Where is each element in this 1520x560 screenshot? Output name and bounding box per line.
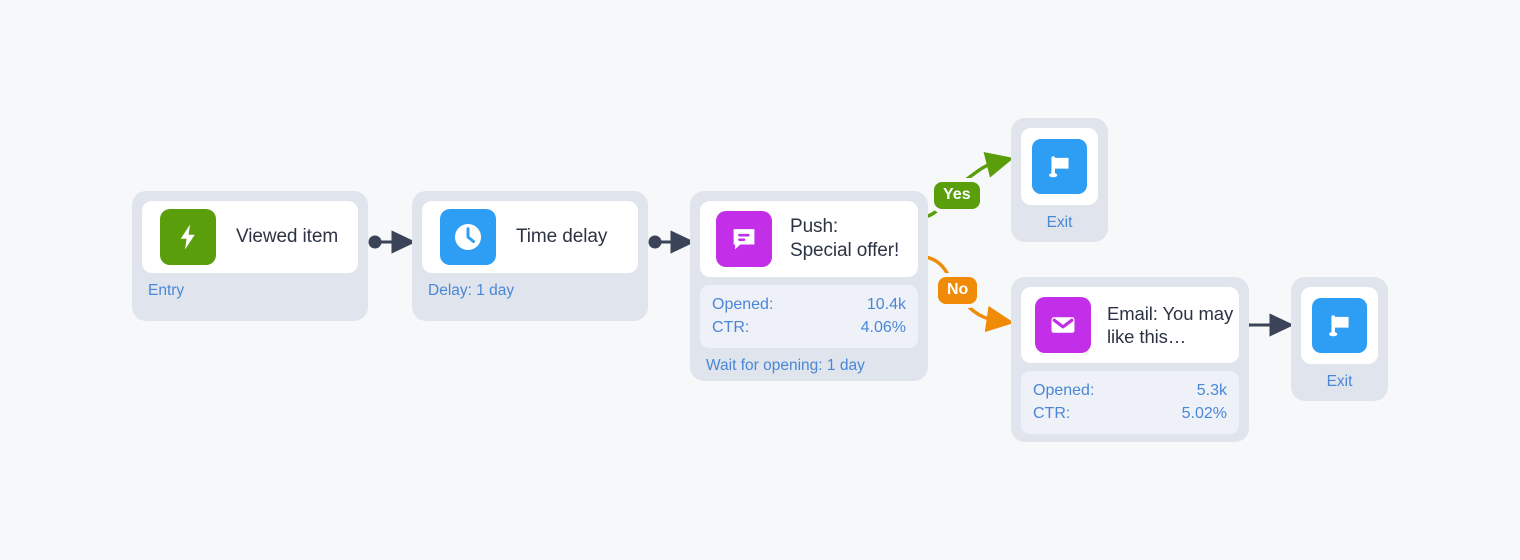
flag-icon [1312,298,1367,353]
node-title: Push: Special offer! [790,215,899,263]
stat-value: 10.4k [866,296,906,313]
clock-icon [440,209,496,265]
node-label: Exit [1326,373,1353,390]
stat-value: 4.06% [860,319,906,336]
push-message-icon [716,211,772,267]
stat-row: Opened: 10.4k [712,293,906,316]
node-footer: Delay: 1 day [428,282,515,299]
node-exit-bottom[interactable]: Exit [1291,277,1388,401]
stat-value: 5.3k [1196,382,1227,399]
node-exit-top[interactable]: Exit [1011,118,1108,242]
branch-badge-no[interactable]: No [938,277,978,304]
node-stats: Opened: 10.4k CTR: 4.06% [700,285,918,348]
node-email-you-may-like-this[interactable]: Email: You may like this… Opened: 5.3k C… [1011,277,1249,442]
node-title: Time delay [516,226,608,247]
node-header[interactable]: Push: Special offer! [700,201,918,277]
node-header[interactable] [1021,128,1098,205]
stat-label: Opened: [712,296,774,313]
node-time-delay[interactable]: Time delay Delay: 1 day [412,191,648,321]
node-title-line2: like this… [1107,326,1187,347]
branch-badge-yes[interactable]: Yes [934,182,980,209]
stat-value: 5.02% [1181,405,1227,422]
node-title-line1: Push: [790,216,839,237]
node-footer: Entry [148,282,185,299]
node-viewed-item[interactable]: Viewed item Entry [132,191,368,321]
node-header[interactable]: Time delay [422,201,638,273]
node-title: Email: You may like this… [1107,302,1233,348]
flag-icon [1032,139,1087,194]
node-label: Exit [1046,214,1073,231]
connector-delay-to-push [648,230,695,254]
node-title-line2: Special offer! [790,240,900,261]
node-header[interactable]: Email: You may like this… [1021,287,1239,363]
node-title-line1: Email: You may [1107,303,1234,324]
node-stats: Opened: 5.3k CTR: 5.02% [1021,371,1239,434]
stat-label: Opened: [1033,382,1095,399]
envelope-icon [1035,297,1091,353]
stat-row: CTR: 5.02% [1033,402,1227,425]
node-push-special-offer[interactable]: Push: Special offer! Opened: 10.4k CTR: … [690,191,928,381]
lightning-bolt-icon [160,209,216,265]
connector-entry-to-delay [368,230,416,254]
node-header[interactable] [1301,287,1378,364]
stat-label: CTR: [712,319,750,336]
node-footer: Wait for opening: 1 day [706,357,865,374]
stat-label: CTR: [1033,405,1071,422]
node-title: Viewed item [236,226,339,247]
stat-row: CTR: 4.06% [712,316,906,339]
node-header[interactable]: Viewed item [142,201,358,273]
stat-row: Opened: 5.3k [1033,379,1227,402]
